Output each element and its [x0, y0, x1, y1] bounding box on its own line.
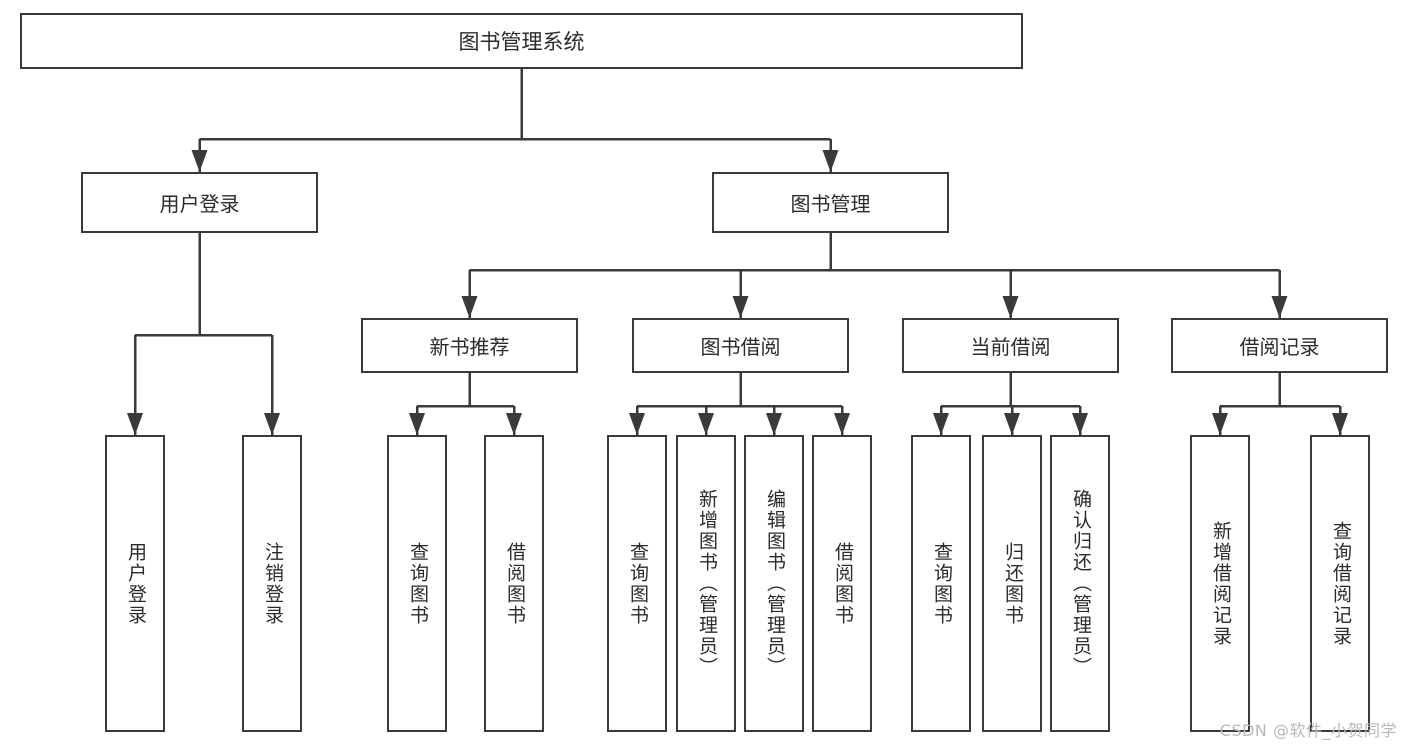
node-label: 归还图书 — [1001, 541, 1024, 626]
node-label: 新书推荐 — [429, 335, 510, 359]
node-label: 借阅记录 — [1239, 335, 1320, 359]
node-leaf-nb-borrow[interactable]: 借阅图书 — [484, 435, 544, 732]
node-records[interactable]: 借阅记录 — [1171, 318, 1388, 373]
node-current[interactable]: 当前借阅 — [902, 318, 1119, 373]
watermark-label: CSDN @软件_小贺同学 — [1219, 721, 1397, 740]
node-leaf-rec-query[interactable]: 查询借阅记录 — [1310, 435, 1370, 732]
node-label: 图书借阅 — [700, 335, 781, 359]
arrowhead-icon — [698, 413, 714, 435]
arrowhead-icon — [409, 413, 425, 435]
node-root[interactable]: 图书管理系统 — [20, 13, 1023, 69]
node-label: 注销登录 — [261, 541, 284, 626]
node-newbook[interactable]: 新书推荐 — [361, 318, 578, 373]
node-label: 借阅图书 — [831, 541, 854, 626]
arrowhead-icon — [506, 413, 522, 435]
arrowhead-icon — [933, 413, 949, 435]
node-label: 查询图书 — [626, 541, 649, 626]
node-label: 查询图书 — [930, 541, 953, 626]
node-label: 编辑图书（管理员） — [763, 489, 786, 678]
node-label: 确认归还（管理员） — [1069, 489, 1092, 678]
arrowhead-icon — [191, 150, 208, 172]
node-label: 借阅图书 — [503, 541, 526, 626]
node-leaf-user-login[interactable]: 用户登录 — [105, 435, 165, 732]
node-label: 查询借阅记录 — [1329, 520, 1352, 647]
node-leaf-bw-borrow[interactable]: 借阅图书 — [812, 435, 872, 732]
arrowhead-icon — [629, 413, 645, 435]
node-label: 用户登录 — [159, 192, 240, 216]
node-leaf-nb-query[interactable]: 查询图书 — [387, 435, 447, 732]
arrowhead-icon — [1072, 413, 1088, 435]
arrowhead-icon — [822, 150, 839, 172]
node-label: 用户登录 — [124, 541, 147, 626]
node-leaf-bw-edit[interactable]: 编辑图书（管理员） — [744, 435, 804, 732]
arrowhead-icon — [127, 413, 143, 435]
node-borrow[interactable]: 图书借阅 — [632, 318, 849, 373]
node-label: 图书管理 — [790, 192, 871, 216]
node-label: 当前借阅 — [970, 335, 1051, 359]
node-label: 新增图书（管理员） — [695, 489, 718, 678]
arrowhead-icon — [264, 413, 280, 435]
node-leaf-cur-confirm[interactable]: 确认归还（管理员） — [1050, 435, 1110, 732]
arrowhead-icon — [1271, 296, 1288, 318]
arrowhead-icon — [732, 296, 749, 318]
node-leaf-cur-return[interactable]: 归还图书 — [982, 435, 1042, 732]
arrowhead-icon — [1332, 413, 1348, 435]
node-label: 新增借阅记录 — [1209, 520, 1232, 647]
node-leaf-bw-add[interactable]: 新增图书（管理员） — [676, 435, 736, 732]
arrowhead-icon — [766, 413, 782, 435]
arrowhead-icon — [1004, 413, 1020, 435]
arrowhead-icon — [834, 413, 850, 435]
node-login[interactable]: 用户登录 — [81, 172, 318, 233]
node-leaf-rec-add[interactable]: 新增借阅记录 — [1190, 435, 1250, 732]
arrowhead-icon — [461, 296, 478, 318]
node-label: 图书管理系统 — [458, 30, 585, 54]
node-bookmgmt[interactable]: 图书管理 — [712, 172, 949, 233]
node-leaf-bw-query[interactable]: 查询图书 — [607, 435, 667, 732]
arrowhead-icon — [1212, 413, 1228, 435]
arrowhead-icon — [1002, 296, 1019, 318]
node-leaf-cur-query[interactable]: 查询图书 — [911, 435, 971, 732]
node-label: 查询图书 — [406, 541, 429, 626]
node-leaf-user-logout[interactable]: 注销登录 — [242, 435, 302, 732]
